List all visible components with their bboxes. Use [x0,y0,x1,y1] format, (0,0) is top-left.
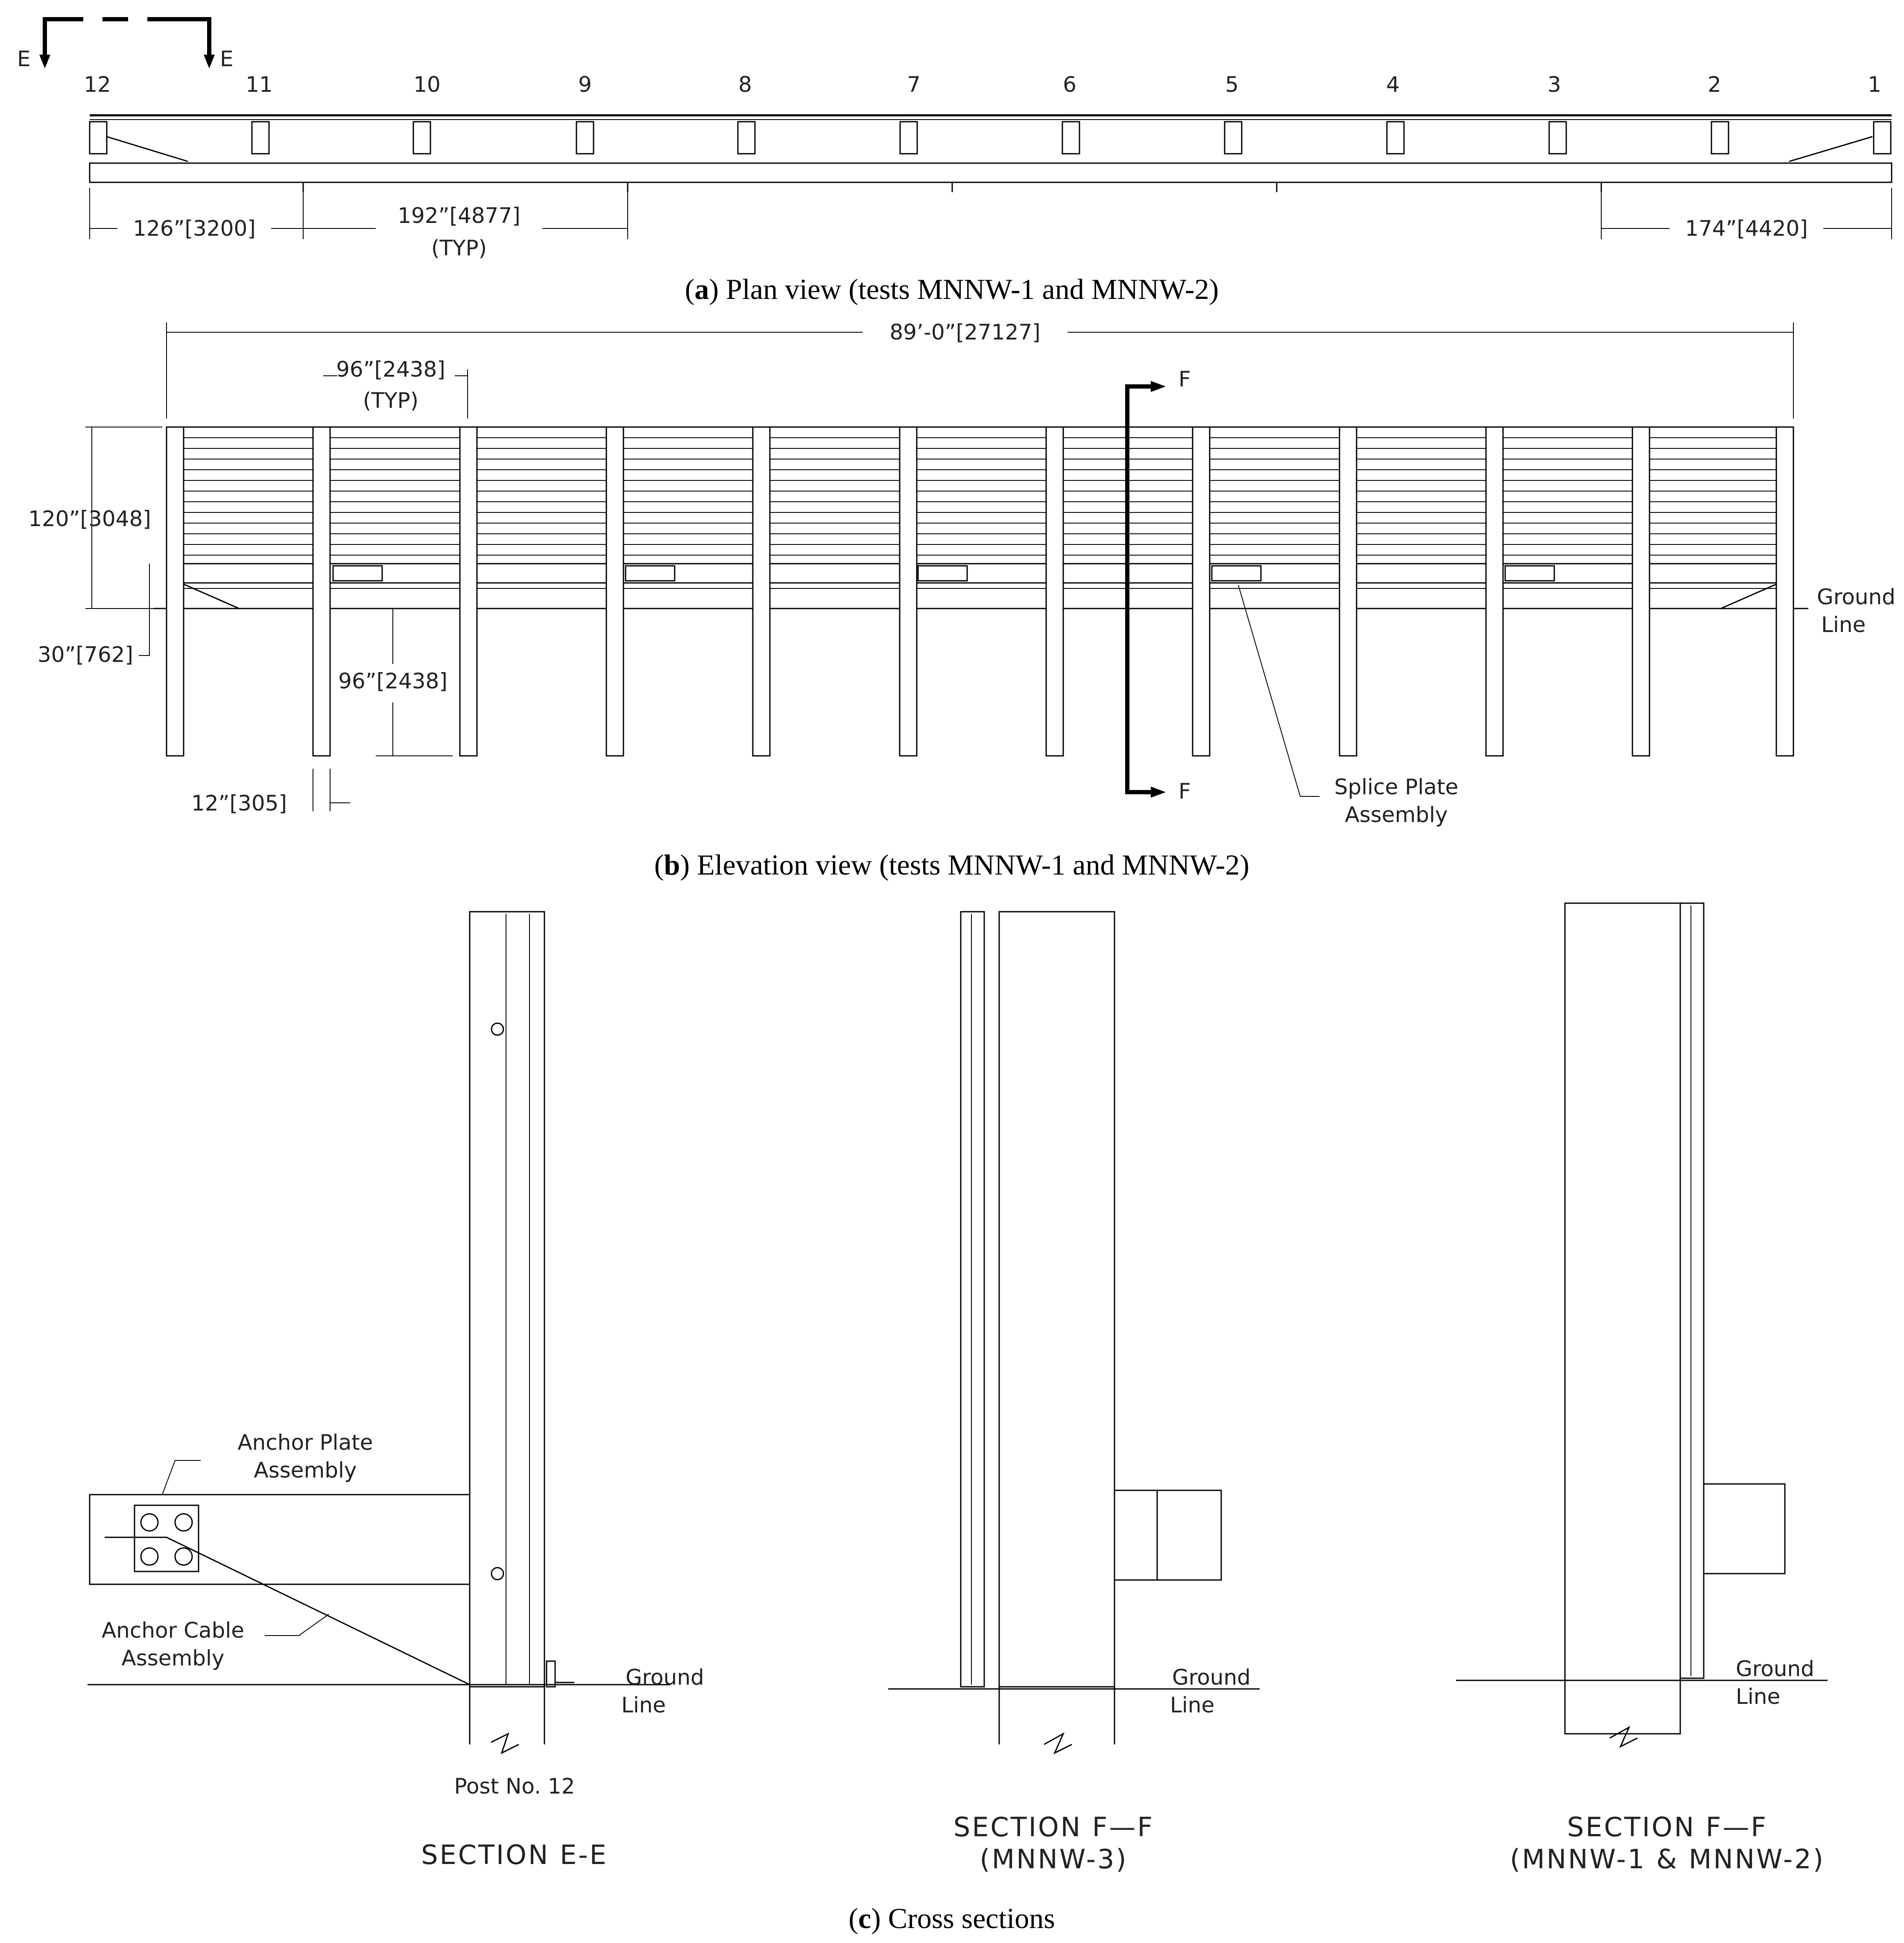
post-section [998,911,1115,1688]
section-ee: Anchor Plate Assembly Anchor Cable Assem… [88,911,704,1870]
post-number: 3 [1547,72,1561,97]
dim-192-typ: (TYP) [431,236,487,260]
elevation-posts [166,426,1794,757]
rail-block [1114,1489,1158,1581]
section-e-right-label: E [220,47,234,71]
section-ee-title: SECTION E-E [421,1839,608,1870]
anchor-cable-label: Anchor Cable [102,1618,244,1643]
dim-height: 120”[3048] [28,506,151,531]
section-ff-mnnw12: Ground Line SECTION F—F (MNNW-1 & MNNW-2… [1456,902,1828,1875]
post-number: 2 [1708,72,1721,97]
section-ff3-subtitle: (MNNW-3) [980,1844,1128,1875]
caption-a: (a) Plan view (tests MNNW-1 and MNNW-2) [685,273,1219,305]
plan-view: E E 12 11 10 9 8 7 6 5 4 3 2 1 [17,17,1892,305]
plan-splices [282,162,1623,192]
panel-boards [167,437,1793,556]
anchor-cable-label-2: Assembly [122,1646,225,1671]
ff12-ground-label-2: Line [1736,1684,1780,1709]
dim-post-width: 12”[305] [191,791,287,816]
section-ff3-title: SECTION F—F [953,1811,1154,1843]
dim-overall: 89’-0”[27127] [889,320,1040,345]
anchor-plate-label: Anchor Plate [237,1430,373,1455]
noise-wall-panel [166,426,1794,565]
elevation-splice-plates [332,565,1555,582]
post-section-2 [1564,902,1681,1735]
wall-panel-section [960,911,985,1688]
post-12-section [469,911,545,1688]
ee-ground-label: Ground [626,1665,704,1690]
post-number: 1 [1868,72,1881,97]
plan-dimensions: 126”[3200] 192”[4877] (TYP) 174”[4420] [89,188,1892,260]
section-ff12-subtitle: (MNNW-1 & MNNW-2) [1510,1844,1825,1875]
anchor-plate-label-2: Assembly [254,1458,357,1483]
dim-rail: 30”[762] [38,642,133,667]
dim-spacing: 96”[2438] [336,357,445,382]
post-number: 8 [738,72,752,97]
caption-c: (c) Cross sections [848,1902,1055,1934]
section-f-bottom-label: F [1179,779,1191,804]
post-number: 12 [84,72,111,97]
splice-label-2: Assembly [1345,802,1448,827]
post-number: 11 [246,72,273,97]
plan-posts [89,121,1892,155]
post-number-labels: 12 11 10 9 8 7 6 5 4 3 2 1 [84,72,1881,97]
post-number-label: Post No. 12 [454,1774,575,1799]
elevation-ground-label-2: Line [1821,612,1866,637]
section-e-marker: E E [17,17,234,71]
dim-126: 126”[3200] [133,216,256,241]
section-ff12-title: SECTION F—F [1567,1811,1768,1843]
post-number: 7 [907,72,921,97]
dim-spacing-typ: (TYP) [363,388,418,413]
section-e-left-label: E [17,47,31,71]
rail-block-2 [1703,1483,1786,1574]
rail-elevation [166,563,1794,584]
caption-b: (b) Elevation view (tests MNNW-1 and MNN… [654,849,1249,881]
wall-panel-section-2 [1679,902,1705,1679]
anchor-plate [134,1504,199,1572]
post-number: 4 [1386,72,1400,97]
ff3-ground-label: Ground [1172,1665,1251,1690]
ff12-ground-label: Ground [1736,1656,1814,1681]
post-number: 6 [1063,72,1076,97]
ee-ground-label-2: Line [621,1693,666,1718]
post-number: 9 [578,72,592,97]
ff3-ground-label-2: Line [1170,1693,1214,1718]
post-number: 10 [413,72,441,97]
elevation-view: 89’-0”[27127] 96”[2438] (TYP) [28,320,1895,881]
post-number: 5 [1225,72,1239,97]
section-ff-mnnw3: Ground Line SECTION F—F (MNNW-3) [888,911,1260,1875]
elevation-ground-label: Ground [1817,585,1895,609]
section-f-top-label: F [1179,367,1191,392]
dim-174: 174”[4420] [1685,216,1808,241]
dim-192: 192”[4877] [398,203,521,228]
dim-embed: 96”[2438] [338,669,447,694]
splice-label: Splice Plate [1334,775,1458,799]
anchor-cable [166,1536,470,1685]
rail-plan [89,162,1892,183]
section-f-cut: F F [1125,367,1191,804]
